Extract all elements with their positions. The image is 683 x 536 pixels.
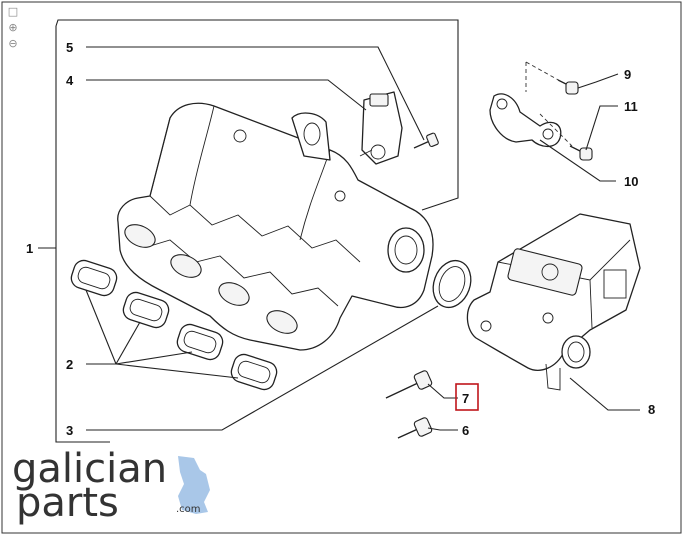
logo-line-1: galician <box>12 450 167 492</box>
callout-3[interactable]: 3 <box>66 423 73 438</box>
callout-1[interactable]: 1 <box>26 241 33 256</box>
bracket-bolt-9[interactable] <box>557 79 579 95</box>
alignment-line <box>525 61 563 83</box>
callout-9[interactable]: 9 <box>624 67 631 82</box>
logo-suffix: .com <box>176 504 201 515</box>
callout-5[interactable]: 5 <box>66 40 73 55</box>
throttle-body[interactable] <box>466 213 641 391</box>
callout-8[interactable]: 8 <box>648 402 655 417</box>
callout-4[interactable]: 4 <box>66 73 74 88</box>
callout-10[interactable]: 10 <box>624 174 638 189</box>
callout-11[interactable]: 11 <box>624 99 638 114</box>
bracket-bolt-11[interactable] <box>569 145 593 161</box>
logo-line-2: parts <box>16 480 119 525</box>
zoom-out-icon[interactable]: ⊖ <box>8 37 18 50</box>
galicianparts-logo: galician parts .com <box>12 450 210 525</box>
intake-manifold[interactable] <box>117 102 434 351</box>
throttle-o-ring[interactable] <box>427 255 477 312</box>
zoom-in-icon[interactable]: ⊕ <box>8 21 18 34</box>
fit-icon[interactable]: □ <box>7 5 19 18</box>
callout-2[interactable]: 2 <box>66 357 73 372</box>
map-sensor[interactable] <box>359 91 403 165</box>
callout-7[interactable]: 7 <box>462 391 469 406</box>
throttle-bracket[interactable] <box>489 93 562 148</box>
bolt-6[interactable] <box>397 417 433 439</box>
logo-map-shape <box>178 456 210 514</box>
highlight-box <box>455 383 479 411</box>
sensor-screw[interactable] <box>413 132 439 149</box>
bolt-7[interactable] <box>385 370 433 399</box>
alignment-line <box>539 113 573 147</box>
intake-gaskets[interactable] <box>69 258 279 392</box>
leader-lines <box>38 19 640 443</box>
callout-6[interactable]: 6 <box>462 423 469 438</box>
